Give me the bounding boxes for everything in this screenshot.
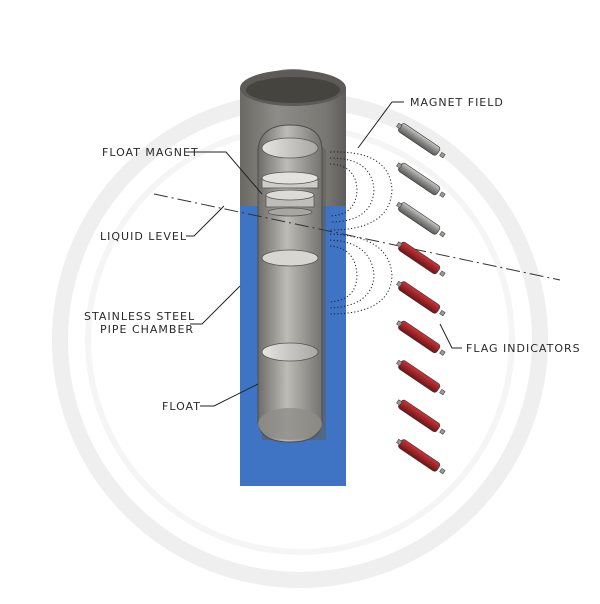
flag-indicators-leader	[439, 323, 462, 349]
flag-indicator-grey	[396, 201, 446, 238]
liquid-level-line	[153, 193, 561, 281]
flag-indicator-red	[396, 320, 446, 356]
liquid-level-label: LIQUID LEVEL	[100, 230, 187, 243]
magnet-field-leader	[357, 101, 404, 149]
float-leader	[200, 383, 259, 407]
flag-indicator-red	[396, 438, 446, 475]
float-magnet-leader	[186, 151, 263, 195]
pipe-chamber-leader	[190, 285, 241, 325]
float	[257, 124, 323, 443]
magnet-field-label: MAGNET FIELD	[410, 96, 504, 109]
float-label: FLOAT	[162, 400, 201, 413]
flag-indicator-grey	[396, 122, 446, 159]
pipe-chamber-label-line2: PIPE CHAMBER	[100, 323, 194, 336]
pipe-chamber-label-line1: STAINLESS STEEL	[84, 310, 195, 323]
float-magnet-label: FLOAT MAGNET	[102, 146, 199, 159]
flag-indicators	[396, 122, 446, 475]
flag-indicator-red	[396, 399, 446, 435]
flag-indicators-label: FLAG INDICATORS	[466, 342, 581, 355]
magnet-field-lines	[329, 151, 393, 315]
flag-indicator-red	[396, 359, 446, 396]
liquid-level-leader	[186, 205, 225, 237]
flag-indicator-red	[396, 280, 446, 317]
float-magnet	[261, 171, 319, 217]
flag-indicator-grey	[396, 162, 446, 198]
flag-indicator-red	[396, 241, 446, 277]
